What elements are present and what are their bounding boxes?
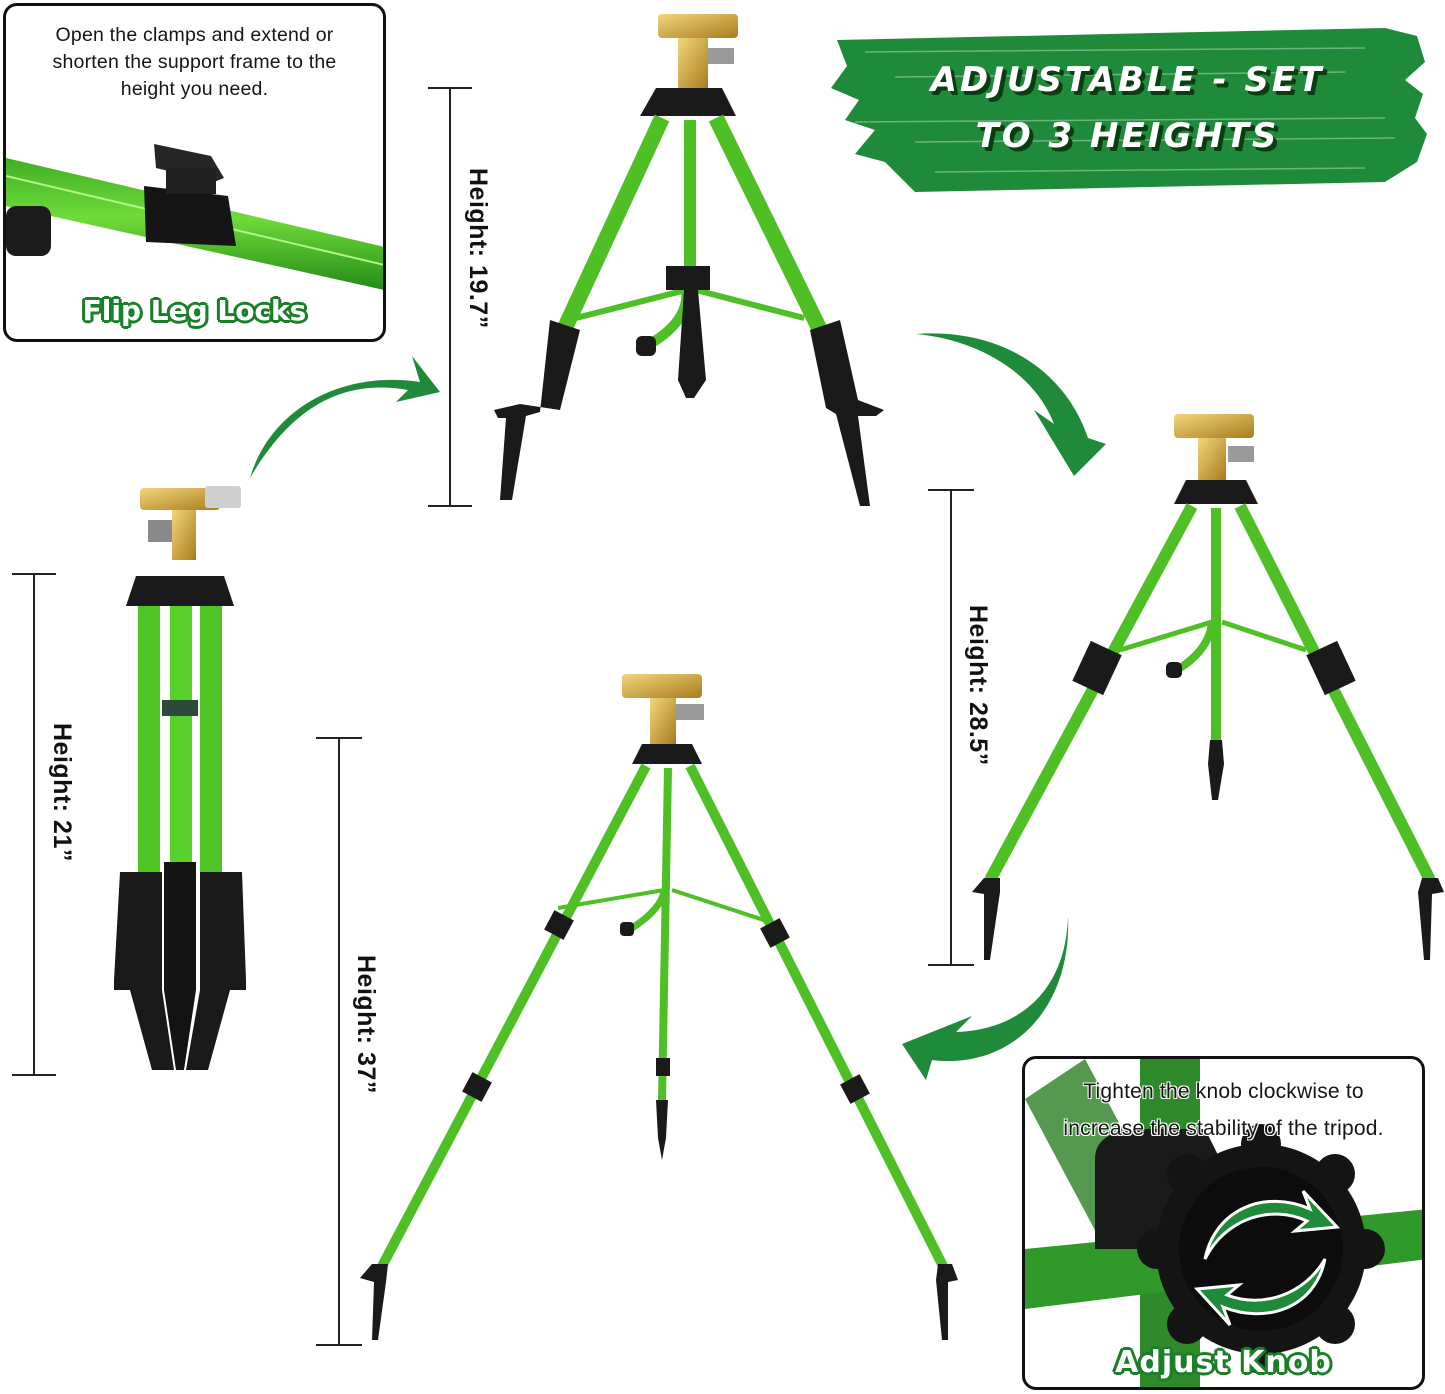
arrow-folded-to-low-icon — [250, 356, 440, 478]
banner-line-1: ADJUSTABLE - SET — [930, 60, 1325, 100]
arrow-low-to-medium-icon — [916, 333, 1106, 476]
arrow-medium-to-high-icon — [902, 916, 1069, 1080]
sprinkler-head-icon — [622, 674, 704, 744]
adjust-knob-callout: Tighten the knob clockwise to increase t… — [1022, 1056, 1425, 1390]
tripod-medium-image — [972, 414, 1444, 960]
counterclockwise-arrow-icon — [1193, 1258, 1327, 1327]
adjust-knob-label: Adjust Knob — [1115, 1345, 1332, 1380]
tripod-low-image — [494, 14, 884, 506]
clockwise-arrow-icon — [1203, 1189, 1341, 1260]
height-label-folded: Height: 21” — [48, 723, 76, 862]
sprinkler-head-icon — [1174, 414, 1254, 480]
adjustable-heights-banner: ADJUSTABLE - SET TO 3 HEIGHTS — [825, 22, 1430, 194]
flip-leg-locks-description: Open the clamps and extend or shorten th… — [52, 24, 337, 100]
dimension-line-high — [316, 737, 362, 1346]
brush-stroke-background — [831, 28, 1427, 192]
flip-leg-locks-label: Flip Leg Locks — [82, 294, 307, 327]
leg-clamp-illustration — [6, 144, 383, 290]
flip-leg-locks-callout: Open the clamps and extend or shorten th… — [3, 3, 386, 342]
sprinkler-head-icon — [658, 14, 738, 88]
sprinkler-head-icon — [140, 486, 241, 560]
adjust-knob-description: Tighten the knob clockwise to increase t… — [1063, 1080, 1384, 1140]
adjust-knob-illustration — [1025, 1059, 1422, 1387]
dimension-line-low — [428, 87, 472, 507]
banner-line-2: TO 3 HEIGHTS — [975, 116, 1280, 156]
tripod-folded-image — [114, 486, 246, 1070]
dimension-line-folded — [12, 573, 56, 1076]
dimension-line-medium — [928, 489, 974, 966]
tripod-high-image — [360, 674, 958, 1340]
